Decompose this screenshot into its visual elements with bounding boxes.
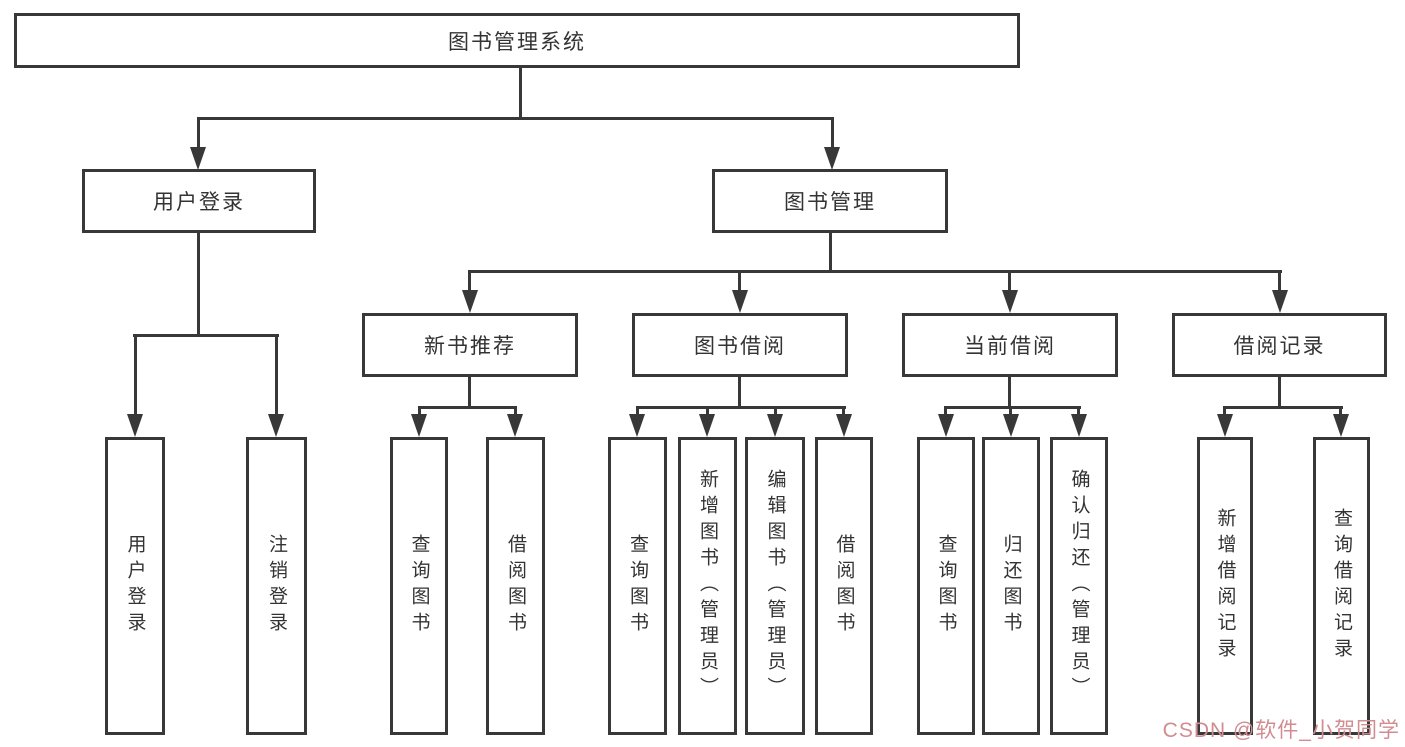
leaf-borrowing-borrow-book: 借阅图书 [815, 437, 873, 735]
arrow-down-icon [1003, 414, 1019, 437]
watermark: CSDN @软件_小贺同学 [1162, 719, 1400, 742]
leaf-borrowing-add-book-admin: 新增图书（管理员） [678, 437, 737, 735]
leaf-borrowing-query-book: 查询图书 [608, 437, 667, 735]
connector-to-current-borrowing [1008, 270, 1011, 291]
leaf-current-query-book-label: 查询图书 [935, 534, 957, 638]
leaf-recommend-query-book: 查询图书 [390, 437, 448, 735]
connector-book-borrowing-stem [738, 377, 741, 408]
connector-book-management-stem [829, 233, 832, 272]
connector-root-right-stem [831, 117, 834, 148]
leaf-borrowing-borrow-book-label: 借阅图书 [833, 534, 855, 638]
leaf-user-login-label: 用户登录 [124, 534, 146, 638]
arrow-down-icon [462, 290, 478, 313]
arrow-down-icon [507, 414, 523, 437]
leaf-logout-login: 注销登录 [246, 437, 307, 735]
arrow-down-icon [127, 414, 143, 437]
connector-leaf-stem [1339, 406, 1342, 416]
leaf-user-login: 用户登录 [105, 437, 165, 735]
leaf-records-add-record: 新增借阅记录 [1197, 437, 1253, 735]
arrow-down-icon [699, 414, 715, 437]
connector-leaf-stem [842, 406, 845, 416]
arrow-down-icon [190, 147, 206, 170]
connector-leaf-stem [774, 406, 777, 416]
connector-leaf-stem [706, 406, 709, 416]
connector-current-borrowing-rail [944, 406, 1081, 409]
node-borrowing-records-label: 借阅记录 [1233, 335, 1326, 358]
leaf-current-query-book: 查询图书 [917, 437, 975, 735]
connector-user-login-stem [197, 233, 200, 336]
node-user-login: 用户登录 [82, 169, 316, 233]
connector-user-login-right-stem [275, 334, 278, 415]
leaf-current-confirm-return-admin-label: 确认归还（管理员） [1068, 469, 1090, 703]
arrow-down-icon [268, 414, 284, 437]
connector-leaf-stem [1223, 406, 1226, 416]
arrow-down-icon [411, 414, 427, 437]
arrow-down-icon [1071, 414, 1087, 437]
arrow-down-icon [1272, 290, 1288, 313]
node-book-management: 图书管理 [712, 169, 948, 233]
node-root: 图书管理系统 [14, 13, 1020, 68]
arrow-down-icon [938, 414, 954, 437]
leaf-borrowing-edit-book-admin-label: 编辑图书（管理员） [764, 469, 786, 703]
connector-leaf-stem [944, 406, 947, 416]
connector-root-stem [519, 68, 522, 117]
connector-current-borrowing-stem [1008, 377, 1011, 408]
arrow-down-icon [767, 414, 783, 437]
node-book-management-label: 图书管理 [784, 191, 876, 214]
leaf-records-add-record-label: 新增借阅记录 [1214, 508, 1236, 664]
connector-user-login-rail [133, 334, 279, 337]
leaf-current-return-book-label: 归还图书 [1000, 534, 1022, 638]
connector-to-new-book-recommend [468, 270, 471, 291]
leaf-recommend-borrow-book: 借阅图书 [486, 437, 545, 735]
leaf-logout-login-label: 注销登录 [266, 534, 287, 638]
connector-new-book-recommend-rail [418, 406, 517, 409]
connector-borrowing-records-stem [1278, 377, 1281, 408]
leaf-borrowing-add-book-admin-label: 新增图书（管理员） [697, 469, 718, 703]
leaf-borrowing-query-book-label: 查询图书 [627, 534, 648, 638]
node-book-borrowing: 图书借阅 [632, 313, 848, 377]
arrow-down-icon [732, 290, 748, 313]
connector-leaf-stem [636, 406, 639, 416]
connector-leaf-stem [418, 406, 421, 416]
connector-new-book-recommend-stem [468, 377, 471, 408]
arrow-down-icon [1217, 414, 1233, 437]
connector-leaf-stem [514, 406, 517, 416]
connector-user-login-left-stem [134, 334, 137, 415]
node-new-book-recommend-label: 新书推荐 [424, 335, 516, 358]
arrow-down-icon [1002, 290, 1018, 313]
node-root-label: 图书管理系统 [448, 30, 586, 54]
node-new-book-recommend: 新书推荐 [362, 313, 578, 377]
connector-to-borrowing-records [1278, 270, 1281, 291]
arrow-down-icon [836, 414, 852, 437]
connector-root-rail [197, 117, 834, 120]
leaf-current-return-book: 归还图书 [982, 437, 1040, 735]
arrow-down-icon [824, 147, 840, 170]
node-current-borrowing-label: 当前借阅 [964, 335, 1056, 358]
connector-leaf-stem [1077, 406, 1080, 416]
leaf-records-query-record-label: 查询借阅记录 [1331, 508, 1352, 664]
connector-root-left-stem [197, 117, 200, 148]
leaf-records-query-record: 查询借阅记录 [1313, 437, 1370, 735]
connector-book-borrowing-rail [636, 406, 846, 409]
node-borrowing-records: 借阅记录 [1172, 313, 1387, 377]
connector-leaf-stem [1009, 406, 1012, 416]
leaf-current-confirm-return-admin: 确认归还（管理员） [1050, 437, 1108, 735]
connector-book-management-rail [468, 270, 1282, 273]
node-user-login-label: 用户登录 [153, 191, 245, 214]
arrow-down-icon [1333, 414, 1349, 437]
leaf-recommend-query-book-label: 查询图书 [408, 534, 430, 638]
leaf-recommend-borrow-book-label: 借阅图书 [505, 534, 526, 638]
connector-borrowing-records-rail [1223, 406, 1343, 409]
node-current-borrowing: 当前借阅 [902, 313, 1118, 377]
arrow-down-icon [629, 414, 645, 437]
leaf-borrowing-edit-book-admin: 编辑图书（管理员） [745, 437, 805, 735]
connector-to-book-borrowing [738, 270, 741, 291]
node-book-borrowing-label: 图书借阅 [694, 335, 786, 358]
